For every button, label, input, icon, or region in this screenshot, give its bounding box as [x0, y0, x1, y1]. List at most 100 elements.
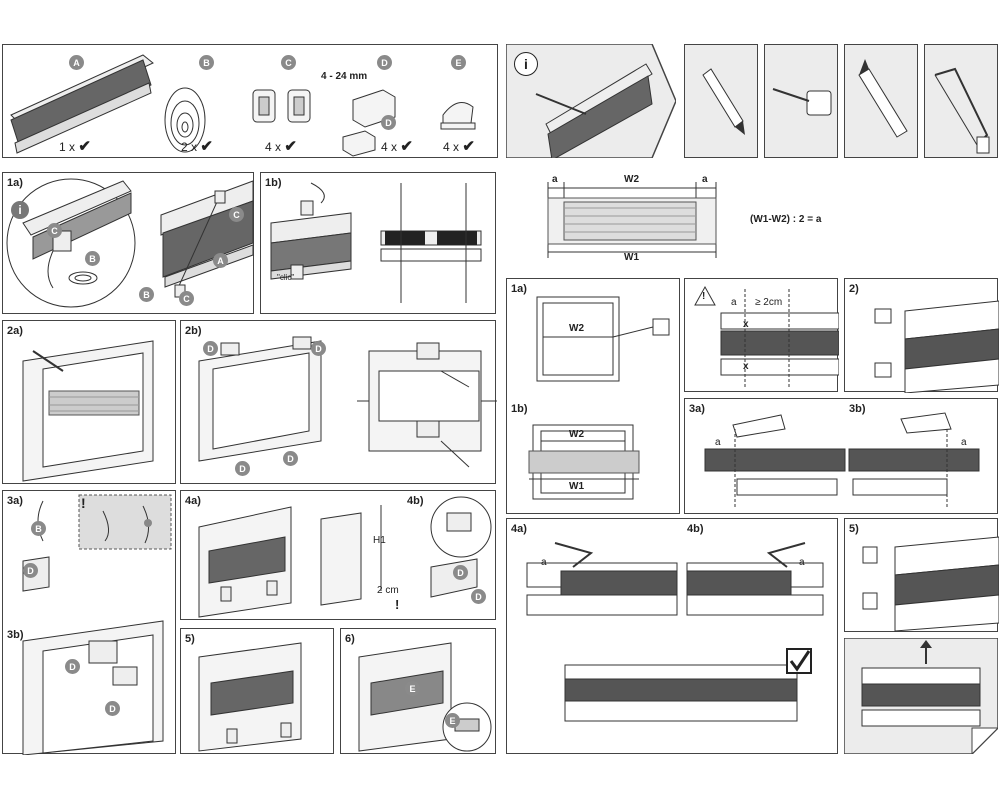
check-icon: ✔ [400, 138, 413, 155]
qty-c: 4 x ✔ [265, 138, 297, 155]
step-2b-label: 2b) [185, 325, 202, 337]
step-5-label: 5) [185, 633, 195, 645]
tool-saw [924, 44, 998, 158]
offset-a-left: a [552, 174, 558, 185]
clic-text: "clic" [277, 273, 295, 282]
right-step-3a-label: 3a) [689, 403, 705, 415]
part-label-e: E [451, 55, 466, 70]
step-1a-drawing [6, 178, 254, 308]
check-icon: ✔ [462, 138, 475, 155]
width-measurement-drawing [547, 182, 717, 258]
step-6-label: 6) [345, 633, 355, 645]
parts-drawings [10, 54, 476, 157]
step-3a-3b-panel: 3a) 3b) B D D D ! [2, 490, 176, 755]
tool-pencil [684, 44, 758, 158]
label-d: D [23, 563, 38, 578]
step-2b-panel: 2b) D D D D [180, 320, 497, 484]
height-h1-label: H1 [373, 535, 386, 546]
step-1b-panel: 1b) "clic" [260, 172, 496, 314]
step-2b-drawing [198, 336, 497, 468]
step-3b-label: 3b) [7, 629, 24, 641]
info-icon: i [11, 201, 29, 219]
right-step-4a-label: 4a) [511, 523, 527, 535]
width-w2-label: W2 [624, 174, 639, 185]
label-b: B [139, 287, 154, 302]
bracket-range-label: 4 - 24 mm [321, 71, 368, 82]
label-d: D [235, 461, 250, 476]
offset-a-right: a [702, 174, 708, 185]
warning-triangle-icon: ! [395, 597, 400, 612]
part-label-d1: D [377, 55, 392, 70]
check-icon: ✔ [284, 138, 297, 155]
info-circle-icon: i [514, 52, 538, 76]
formula-text: (W1-W2) : 2 = a [750, 214, 822, 225]
step-1b-label: 1b) [265, 177, 282, 189]
step-4b-label: 4b) [407, 495, 424, 507]
step-3a-label: 3a) [7, 495, 23, 507]
offset-a-label: a [541, 557, 547, 568]
offset-a-label: a [731, 297, 737, 308]
offset-a-label: a [799, 557, 805, 568]
right-step-5-panel: 5) [844, 518, 999, 632]
info-tools-banner: i [506, 44, 676, 158]
right-step-3-drawing [704, 412, 980, 509]
right-step-2-label: 2) [849, 283, 859, 295]
right-step-2-panel: 2) [844, 278, 999, 393]
warning-triangle-icon: ! [702, 291, 706, 302]
step-5-left-panel: 5) [180, 628, 334, 754]
qty-a: 1 x ✔ [59, 138, 91, 155]
step-3-drawing [22, 494, 172, 755]
right-step-4-panel: 4a) 4b) a a [506, 518, 838, 754]
label-d: D [471, 589, 486, 604]
check-icon: ✔ [200, 138, 213, 155]
step-2a-drawing [22, 340, 154, 482]
label-b: B [31, 521, 46, 536]
right-step-5-label: 5) [849, 523, 859, 535]
blind-part-illustration [10, 54, 154, 154]
label-c: C [179, 291, 194, 306]
label-d: D [453, 565, 468, 580]
step-2a-panel: 2a) [2, 320, 176, 484]
tape-measure-icon [772, 88, 832, 116]
step-1b-drawing [270, 182, 482, 303]
label-c: C [47, 223, 62, 238]
info-banner-shape [506, 44, 676, 158]
right-step-1b-label: 1b) [511, 403, 528, 415]
warning-offset-panel: ! a ≥ 2cm x x [684, 278, 839, 392]
two-cm-label: 2 cm [377, 585, 399, 596]
step-1a-panel: 1a) i C B C A B C [2, 172, 254, 314]
label-c: C [229, 207, 244, 222]
warning-triangle-icon: ! [81, 495, 86, 511]
end-cap-part-illustration [440, 102, 476, 130]
step-4-panel: 4a) 4b) H1 2 cm D D ! [180, 490, 496, 620]
warning-offset-drawing [694, 285, 839, 389]
width-w2-label: W2 [569, 323, 584, 334]
offset-a-label: a [961, 437, 967, 448]
label-d: D [105, 701, 120, 716]
check-icon: ✔ [78, 138, 91, 155]
hacksaw-icon [934, 67, 990, 154]
part-label-c: C [281, 55, 296, 70]
right-step-3-panel: 3a) 3b) a a [684, 398, 998, 514]
part-label-b: B [199, 55, 214, 70]
step-5-drawing [198, 642, 302, 752]
part-label-d2: D [381, 115, 396, 130]
right-step-1-drawing [528, 296, 670, 500]
width-w1-label: W1 [624, 252, 639, 263]
step-4-drawing [198, 496, 492, 618]
tool-cutter [844, 44, 918, 158]
label-d: D [283, 451, 298, 466]
right-step-4b-label: 4b) [687, 523, 704, 535]
right-step-3b-label: 3b) [849, 403, 866, 415]
final-result-panel [844, 638, 998, 754]
right-step-1-panel: 1a) W2 1b) W2 W1 [506, 278, 680, 514]
width-w1-label: W1 [569, 481, 584, 492]
step-4a-label: 4a) [185, 495, 201, 507]
label-e: E [445, 713, 460, 728]
pencil-icon [702, 68, 745, 135]
label-d: D [65, 659, 80, 674]
qty-d: 4 x ✔ [381, 138, 413, 155]
measurement-diagram: a W2 a W1 (W1-W2) : 2 = a [540, 172, 840, 268]
final-result-drawing [844, 638, 998, 754]
bracket-part-illustration [342, 89, 396, 157]
